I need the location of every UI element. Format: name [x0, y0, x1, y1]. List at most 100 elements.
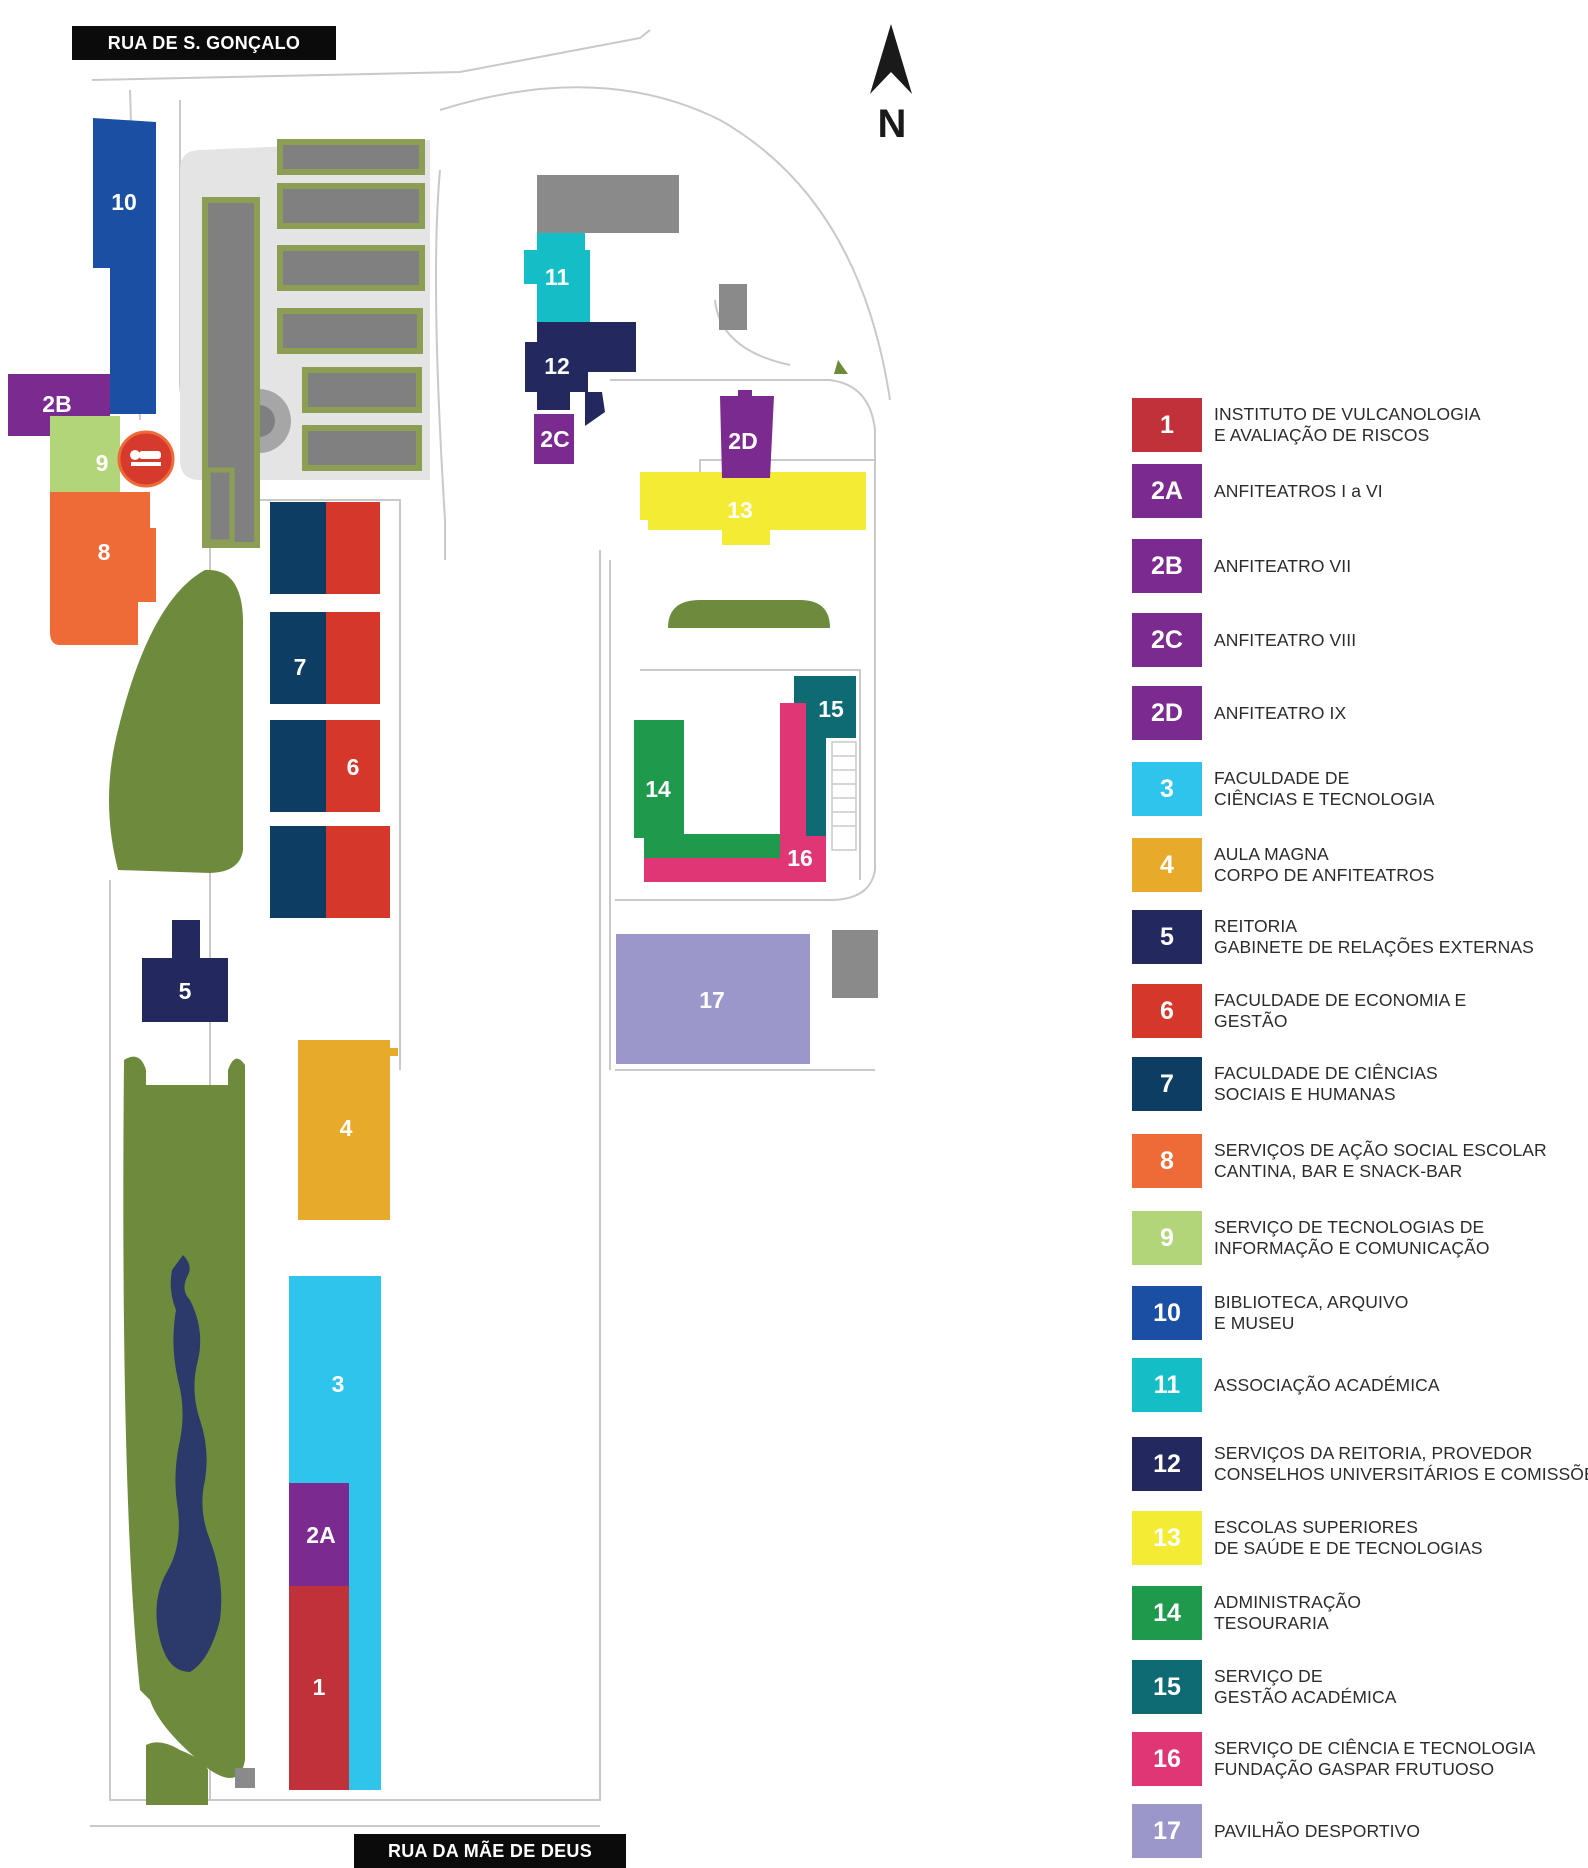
legend-swatch: 17: [1132, 1804, 1202, 1858]
legend-line: FACULDADE DE ECONOMIA E: [1214, 990, 1467, 1010]
legend-line: GESTÃO: [1214, 1011, 1288, 1031]
legend-swatch: 11: [1132, 1358, 1202, 1412]
legend-item-17: 17 PAVILHÃO DESPORTIVO: [1132, 1804, 1584, 1858]
north-arrow-icon: [870, 24, 912, 94]
legend-item-2b: 2B ANFITEATRO VII: [1132, 539, 1584, 593]
person-icon: [130, 450, 161, 466]
building-15[interactable]: 15: [794, 676, 856, 836]
pond: [156, 1255, 222, 1672]
building-2A-label: 2A: [306, 1522, 335, 1548]
legend-line: FACULDADE DE: [1214, 768, 1350, 788]
legend-line: CIÊNCIAS E TECNOLOGIA: [1214, 789, 1435, 809]
legend-line: ESCOLAS SUPERIORES: [1214, 1517, 1419, 1537]
legend-description: ANFITEATRO IX: [1214, 686, 1586, 740]
building-2D[interactable]: 2D: [720, 390, 774, 478]
legend-line: CANTINA, BAR E SNACK-BAR: [1214, 1161, 1463, 1181]
legend-line: SERVIÇOS DE AÇÃO SOCIAL ESCOLAR: [1214, 1140, 1547, 1160]
building-14[interactable]: 14: [634, 720, 780, 858]
legend-swatch: 16: [1132, 1732, 1202, 1786]
building-4-label: 4: [340, 1115, 353, 1141]
building-13[interactable]: 13: [640, 472, 866, 545]
legend-swatch: 2C: [1132, 613, 1202, 667]
legend-line: SERVIÇO DE CIÊNCIA E TECNOLOGIA: [1214, 1738, 1536, 1758]
legend-line: FUNDAÇÃO GASPAR FRUTUOSO: [1214, 1759, 1495, 1779]
legend-swatch: 2B: [1132, 539, 1202, 593]
stairs: [831, 741, 857, 851]
legend-swatch: 14: [1132, 1586, 1202, 1640]
north-letter: N: [877, 102, 907, 146]
building-12[interactable]: 12: [525, 322, 636, 426]
building-1-label: 1: [313, 1674, 326, 1700]
legend-line: E MUSEU: [1214, 1313, 1295, 1333]
legend-line: CONSELHOS UNIVERSITÁRIOS E COMISSÕES: [1214, 1464, 1588, 1484]
building-16[interactable]: 16: [644, 703, 826, 882]
legend-line: ASSOCIAÇÃO ACADÉMICA: [1214, 1374, 1440, 1395]
building-7-label: 7: [294, 654, 307, 680]
building-16-label: 16: [787, 845, 813, 871]
building-8[interactable]: 8: [50, 492, 156, 645]
legend-line: GABINETE DE RELAÇÕES EXTERNAS: [1214, 937, 1534, 957]
building-2C-label: 2C: [540, 426, 569, 452]
building-2C[interactable]: 2C: [534, 414, 574, 464]
building-7[interactable]: 7: [270, 502, 326, 918]
legend-line: ADMINISTRAÇÃO: [1214, 1592, 1362, 1612]
building-14-label: 14: [645, 776, 671, 802]
building-1[interactable]: 1: [289, 1586, 349, 1790]
legend-line: DE SAÚDE E DE TECNOLOGIAS: [1214, 1538, 1483, 1558]
legend-line: PAVILHÃO DESPORTIVO: [1214, 1820, 1421, 1841]
legend-swatch: 5: [1132, 910, 1202, 964]
building-15-label: 15: [818, 696, 844, 722]
building-17-label: 17: [699, 987, 725, 1013]
building-5-label: 5: [179, 978, 192, 1004]
legend-swatch: 9: [1132, 1211, 1202, 1265]
legend-swatch: 10: [1132, 1286, 1202, 1340]
legend-line: SERVIÇO DE: [1214, 1666, 1323, 1686]
building-4[interactable]: 4: [298, 1040, 398, 1220]
legend-line: E AVALIAÇÃO DE RISCOS: [1214, 425, 1430, 445]
building-5[interactable]: 5: [142, 920, 228, 1022]
building-2D-label: 2D: [728, 428, 757, 454]
building-11[interactable]: 11: [524, 233, 590, 322]
legend-line: TESOURARIA: [1214, 1613, 1329, 1633]
legend-swatch: 2A: [1132, 464, 1202, 518]
legend-line: GESTÃO ACADÉMICA: [1214, 1687, 1397, 1707]
legend-swatch: 13: [1132, 1511, 1202, 1565]
legend-swatch: 12: [1132, 1437, 1202, 1491]
legend-line: ANFITEATRO IX: [1214, 702, 1347, 723]
building-2A[interactable]: 2A: [289, 1483, 349, 1586]
legend-line: BIBLIOTECA, ARQUIVO: [1214, 1292, 1409, 1312]
legend-line: SOCIAIS E HUMANAS: [1214, 1084, 1396, 1104]
building-12-label: 12: [544, 353, 570, 379]
building-6[interactable]: 6: [326, 502, 390, 918]
legend-line: FACULDADE DE CIÊNCIAS: [1214, 1063, 1438, 1083]
building-17[interactable]: 17: [616, 934, 810, 1064]
legend-line: ANFITEATRO VII: [1214, 555, 1352, 576]
legend-swatch: 6: [1132, 984, 1202, 1038]
legend-item-11: 11 ASSOCIAÇÃO ACADÉMICA: [1132, 1358, 1584, 1412]
building-10[interactable]: 10: [93, 118, 156, 414]
building-6-label: 6: [347, 754, 360, 780]
building-9[interactable]: 9: [50, 416, 175, 492]
building-8-label: 8: [98, 539, 111, 565]
legend-description: ANFITEATRO VII: [1214, 539, 1586, 593]
campus-map: 13 2D 11 12 2C 10 2B 9: [8, 29, 891, 1827]
